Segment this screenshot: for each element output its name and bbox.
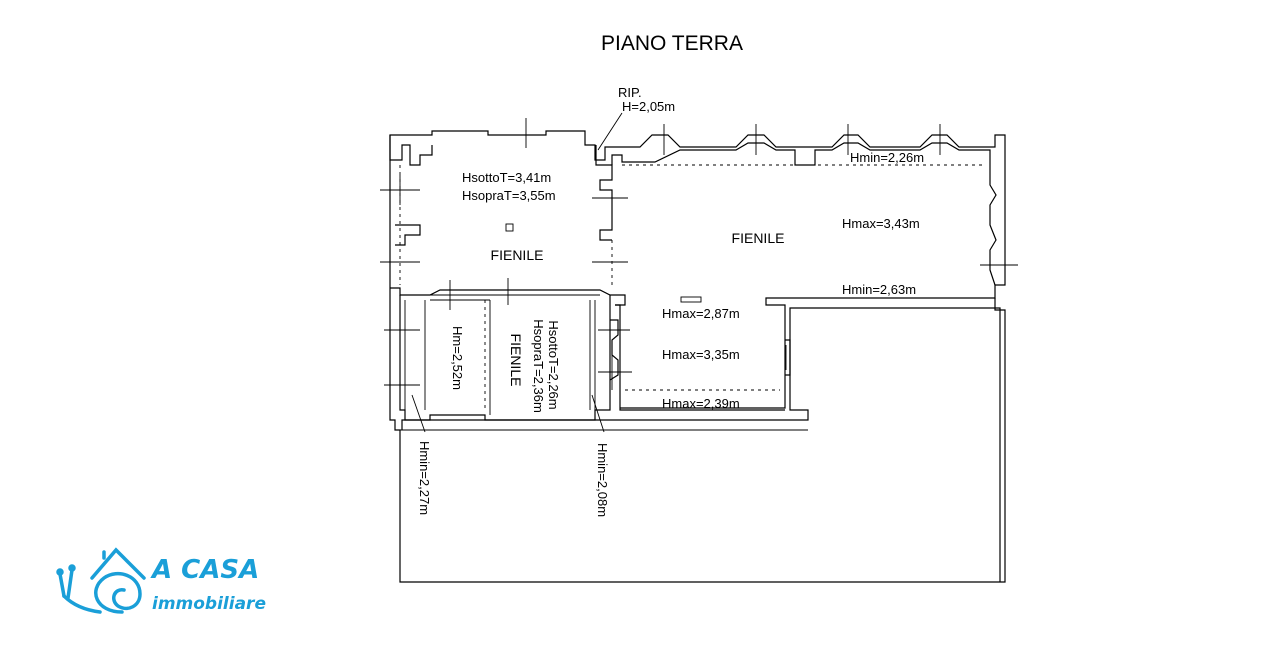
logo-tagline: immobiliare	[152, 594, 266, 614]
hmin-top: Hmin=2,26m	[850, 150, 924, 165]
hmin-227: Hmin=2,27m	[417, 441, 432, 515]
hsotto-south: HsottoT=2,26m	[546, 320, 561, 409]
height-labels: RIP. H=2,05m HsottoT=3,41m HsopraT=3,55m…	[417, 85, 924, 517]
hsopra-south: HsopraT=2,36m	[531, 319, 546, 413]
hmax-287: Hmax=2,87m	[662, 306, 740, 321]
hm-252: Hm=2,52m	[450, 326, 465, 390]
hmax-335: Hmax=3,35m	[662, 347, 740, 362]
section-marks	[380, 112, 1018, 433]
room-label-fienile-main: FIENILE	[732, 230, 785, 246]
hmax-239: Hmax=2,39m	[662, 396, 740, 411]
logo-brand: A CASA	[150, 555, 259, 585]
rip-height: H=2,05m	[622, 99, 675, 114]
brand-logo: A CASA immobiliare	[56, 547, 266, 614]
hmin-mid: Hmin=2,63m	[842, 282, 916, 297]
rip-label: RIP.	[618, 85, 642, 100]
hsopra-nw: HsopraT=3,55m	[462, 188, 556, 203]
hsotto-nw: HsottoT=3,41m	[462, 170, 551, 185]
hmax-main: Hmax=3,43m	[842, 216, 920, 231]
walls	[389, 130, 1006, 583]
room-label-fienile-south: FIENILE	[508, 334, 524, 387]
plan-title: PIANO TERRA	[601, 32, 743, 55]
hmin-208: Hmin=2,08m	[595, 443, 610, 517]
room-label-fienile-nw: FIENILE	[491, 247, 544, 263]
room-labels: FIENILE FIENILE FIENILE	[491, 230, 785, 386]
snail-house-icon	[56, 547, 146, 614]
